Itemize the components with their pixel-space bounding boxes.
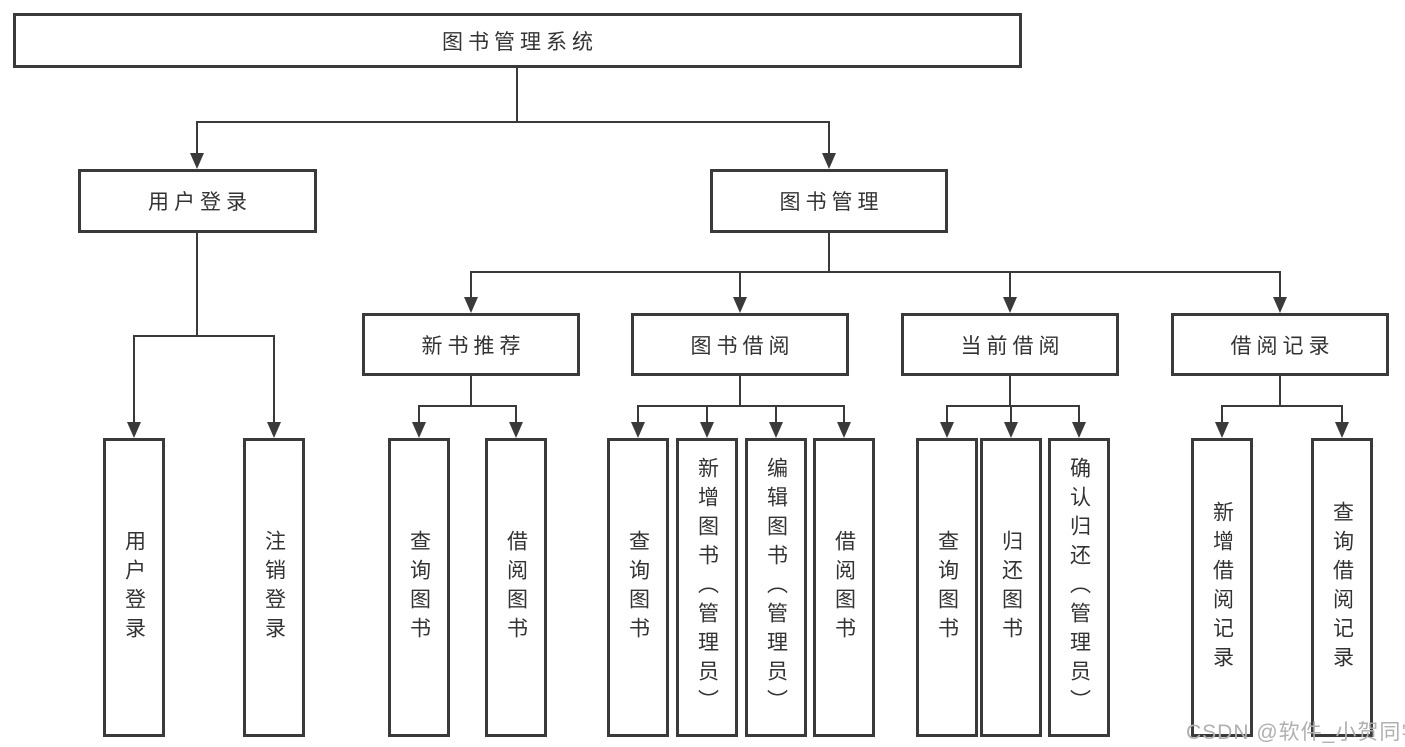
node-label: 借阅记录 [1230, 334, 1335, 358]
arrowhead-down [837, 422, 851, 438]
leaf-add-book-admin: 新增图书（管理员） [676, 438, 738, 737]
leaf-borrow-book-1: 借阅图书 [485, 438, 547, 737]
leaf-user-login: 用户登录 [103, 438, 165, 737]
arrowhead-down [1215, 422, 1229, 438]
node-label: 用户登录 [148, 191, 252, 214]
arrowhead-down [700, 422, 714, 438]
connector-line [946, 405, 948, 424]
connector-line [1221, 405, 1342, 407]
connector-line [828, 121, 830, 155]
connector-line [470, 271, 1280, 273]
arrowhead-down [509, 422, 523, 438]
arrowhead-down [1072, 422, 1086, 438]
connector-line [1009, 271, 1011, 299]
node-borrow-records: 借阅记录 [1171, 313, 1389, 376]
leaf-confirm-return-admin: 确认归还（管理员） [1048, 438, 1110, 737]
connector-line [775, 405, 777, 424]
arrowhead-down [1003, 297, 1017, 313]
connector-line [1279, 376, 1281, 405]
csdn-watermark: CSDN @软件_小贺同学 [1186, 721, 1405, 744]
node-root: 图书管理系统 [13, 13, 1022, 68]
connector-line [843, 405, 845, 424]
node-label: 用户登录 [122, 529, 146, 646]
connector-line [739, 376, 741, 405]
connector-line [196, 121, 830, 123]
arrowhead-down [267, 422, 281, 438]
node-book-mgmt: 图书管理 [710, 169, 948, 233]
leaf-query-book-2: 查询图书 [607, 438, 669, 737]
node-label: 图书借阅 [690, 334, 795, 358]
connector-line [418, 405, 420, 424]
connector-line [828, 233, 830, 271]
connector-line [418, 405, 517, 407]
connector-line [706, 405, 708, 424]
arrowhead-down [1273, 297, 1287, 313]
node-new-book-rec: 新书推荐 [362, 313, 580, 376]
connector-line [196, 121, 198, 155]
arrowhead-down [190, 153, 204, 169]
connector-line [1009, 376, 1011, 405]
node-label: 新增图书（管理员） [695, 457, 719, 718]
arrowhead-down [940, 422, 954, 438]
connector-line [133, 335, 274, 337]
connector-line [1010, 405, 1012, 424]
connector-line [196, 233, 198, 335]
leaf-edit-book-admin: 编辑图书（管理员） [745, 438, 807, 737]
leaf-query-borrow-record: 查询借阅记录 [1311, 438, 1373, 737]
leaf-add-borrow-record: 新增借阅记录 [1191, 438, 1253, 737]
connector-line [516, 68, 518, 121]
arrowhead-down [127, 422, 141, 438]
leaf-query-book-1: 查询图书 [388, 438, 450, 737]
node-label: 查询图书 [935, 529, 959, 646]
leaf-logout: 注销登录 [243, 438, 305, 737]
leaf-return-book: 归还图书 [980, 438, 1042, 737]
arrowhead-down [1004, 422, 1018, 438]
node-label: 查询借阅记录 [1330, 500, 1354, 675]
node-label: 图书管理 [779, 191, 884, 214]
node-label: 借阅图书 [504, 529, 528, 646]
node-label: 查询图书 [407, 529, 431, 646]
node-label: 当前借阅 [960, 334, 1065, 358]
connector-line [637, 405, 844, 407]
connector-line [637, 405, 639, 424]
node-current-borrow: 当前借阅 [901, 313, 1119, 376]
connector-line [515, 405, 517, 424]
connector-line [1341, 405, 1343, 424]
node-label: 归还图书 [999, 529, 1023, 646]
leaf-borrow-book-2: 借阅图书 [813, 438, 875, 737]
node-user-login: 用户登录 [78, 169, 317, 233]
node-label: 注销登录 [262, 529, 286, 646]
connector-line [470, 376, 472, 405]
node-label: 借阅图书 [832, 529, 856, 646]
node-label: 新书推荐 [421, 334, 526, 358]
connector-line [1078, 405, 1080, 424]
node-label: 图书管理系统 [442, 30, 598, 54]
node-label: 查询图书 [626, 529, 650, 646]
connector-line [273, 335, 275, 424]
arrowhead-down [733, 297, 747, 313]
arrowhead-down [1335, 422, 1349, 438]
connector-line [1279, 271, 1281, 299]
connector-line [133, 335, 135, 424]
arrowhead-down [822, 153, 836, 169]
node-label: 编辑图书（管理员） [764, 457, 788, 718]
arrowhead-down [631, 422, 645, 438]
connector-line [470, 271, 472, 299]
leaf-query-book-3: 查询图书 [916, 438, 978, 737]
connector-line [1221, 405, 1223, 424]
node-label: 新增借阅记录 [1210, 500, 1234, 675]
arrowhead-down [464, 297, 478, 313]
node-label: 确认归还（管理员） [1067, 457, 1091, 718]
connector-line [946, 405, 1080, 407]
node-book-borrow: 图书借阅 [631, 313, 849, 376]
arrowhead-down [769, 422, 783, 438]
connector-line [739, 271, 741, 299]
arrowhead-down [412, 422, 426, 438]
